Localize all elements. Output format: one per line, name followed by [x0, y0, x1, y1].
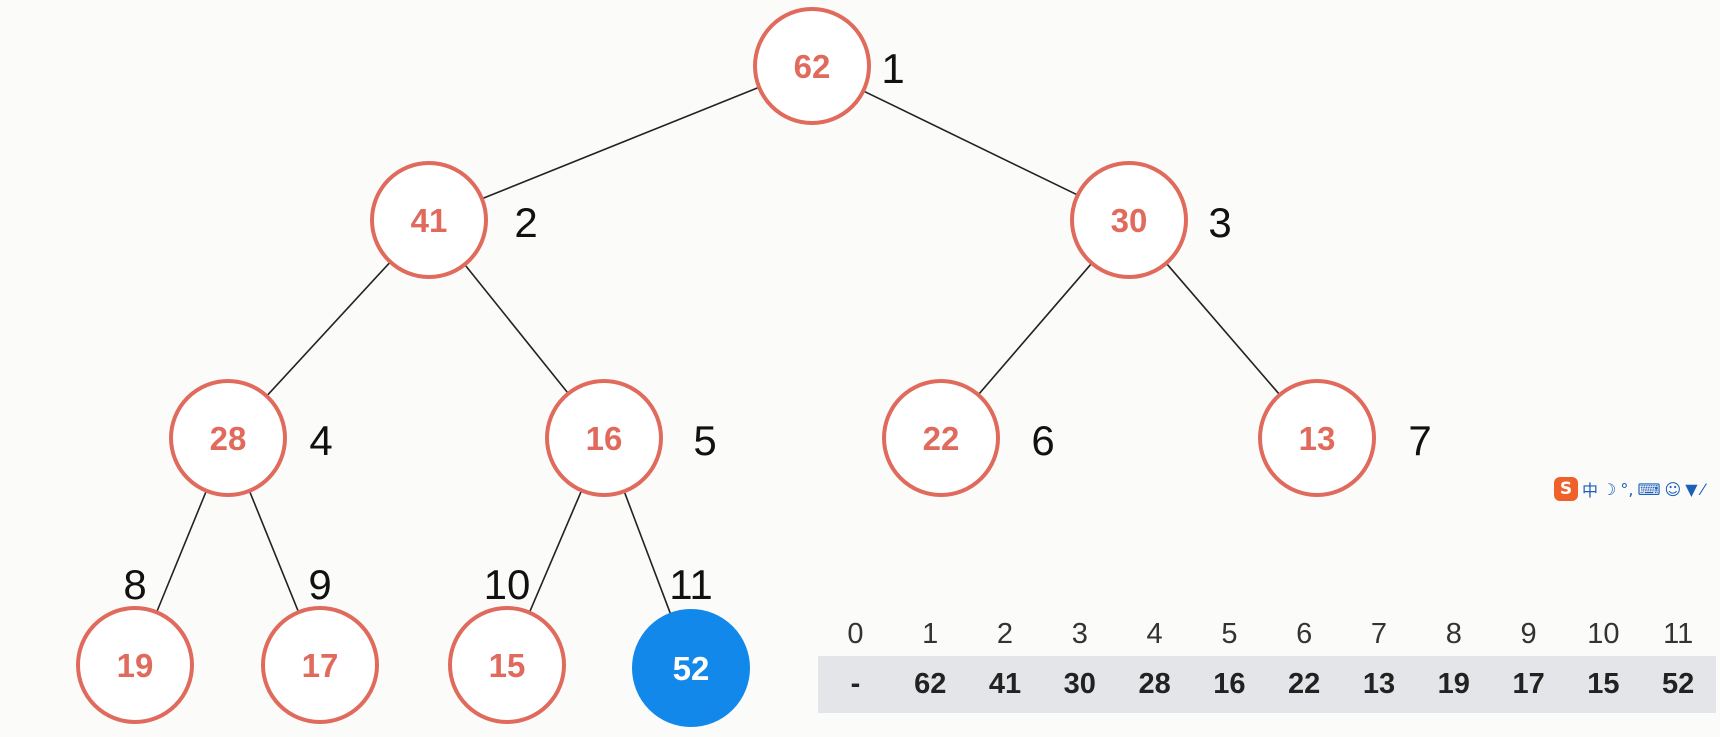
tree-edge-2-5: [464, 263, 569, 395]
heap-node-6: 22 6: [882, 379, 1055, 497]
node-value: 17: [302, 647, 339, 684]
array-index-cell: 5: [1221, 617, 1238, 650]
tool-icon[interactable]: ⁄: [1701, 479, 1705, 499]
node-circle: [882, 379, 1000, 497]
heap-node-8: 19 8: [76, 561, 194, 724]
tree-edge-2-4: [266, 261, 391, 397]
node-index-label: 11: [669, 561, 713, 608]
array-value-cell: 22: [1288, 668, 1321, 700]
tree-edges: [155, 86, 1281, 615]
node-index-label: 8: [123, 561, 146, 608]
node-value: 19: [117, 647, 154, 684]
array-index-cell: 9: [1520, 617, 1537, 650]
array-value-cell: 28: [1138, 668, 1171, 700]
array-index-cell: 8: [1445, 617, 1462, 650]
node-circle: [448, 606, 566, 724]
array-index-row: 0 1 2 3 4 5 6 7 8 9 10 11: [818, 612, 1716, 656]
shirt-icon[interactable]: ▼: [1685, 479, 1698, 499]
node-index-label: 3: [1208, 199, 1231, 246]
tree-edge-3-6: [977, 262, 1093, 396]
node-circle: [261, 606, 379, 724]
array-value-cell: 52: [1662, 668, 1695, 700]
heap-node-1: 62 1: [753, 7, 905, 125]
tree-edge-4-8: [155, 490, 208, 613]
array-index-cell: 3: [1071, 617, 1088, 650]
array-value-cell: 15: [1587, 668, 1620, 700]
array-value-cell: 19: [1437, 668, 1470, 700]
user-icon[interactable]: ☺: [1664, 479, 1682, 499]
array-index-cell: 10: [1587, 617, 1620, 650]
node-circle: [169, 379, 287, 497]
ime-toolbar[interactable]: S 中 ☽ °, ⌨ ☺ ▼ ⁄: [1554, 475, 1720, 503]
heap-node-4: 28 4: [169, 379, 333, 497]
node-circle: [545, 379, 663, 497]
array-value-cell: 41: [988, 668, 1022, 700]
node-value: 52: [673, 650, 710, 687]
tree-edge-5-10: [528, 490, 583, 613]
node-index-label: 5: [693, 417, 716, 464]
node-value: 62: [794, 48, 831, 85]
ime-chinese-mode[interactable]: 中: [1582, 481, 1599, 500]
punctuation-icon[interactable]: °,: [1620, 479, 1634, 499]
tree-edge-3-7: [1165, 262, 1281, 396]
keyboard-icon[interactable]: ⌨: [1637, 479, 1661, 499]
heap-node-5: 16 5: [545, 379, 717, 497]
node-index-label: 6: [1031, 417, 1054, 464]
array-value-cell: 30: [1063, 668, 1096, 700]
moon-icon[interactable]: ☽: [1602, 479, 1617, 499]
array-index-cell: 7: [1370, 617, 1388, 650]
array-value-cell: 16: [1213, 668, 1246, 700]
heap-node-2: 41 2: [370, 161, 538, 279]
node-index-label: 4: [309, 417, 332, 464]
node-value: 16: [586, 420, 623, 457]
node-value: 22: [923, 420, 960, 457]
node-circle: [753, 7, 871, 125]
node-circle: [1258, 379, 1376, 497]
tree-edge-1-2: [481, 86, 760, 200]
node-index-label: 2: [514, 199, 537, 246]
node-value: 13: [1299, 420, 1336, 457]
node-value: 15: [489, 647, 526, 684]
node-circle: [370, 161, 488, 279]
tree-edge-5-11: [623, 491, 672, 615]
node-index-label: 10: [484, 561, 531, 608]
heap-node-3: 30 3: [1070, 161, 1232, 279]
array-index-cell: 6: [1296, 617, 1313, 650]
node-value: 28: [210, 420, 247, 457]
tree-edge-4-9: [248, 490, 300, 613]
tree-edge-1-3: [862, 90, 1079, 196]
array-value-cell: -: [850, 668, 861, 700]
array-index-cell: 2: [996, 617, 1014, 650]
heap-node-9: 17 9: [261, 561, 379, 724]
heap-node-11: 52 11: [632, 561, 750, 727]
array-index-cell: 11: [1663, 617, 1694, 650]
array-index-cell: 0: [847, 617, 864, 650]
heap-array-table: 0 1 2 3 4 5 6 7 8 9 10 11 - 62 41 30 28 16 22 13 19 17 15 52: [818, 612, 1716, 713]
array-index-cell: 1: [922, 617, 939, 650]
node-index-label: 1: [881, 45, 904, 92]
node-circle: [632, 609, 750, 727]
node-circle: [76, 606, 194, 724]
heap-node-7: 13 7: [1258, 379, 1432, 497]
ime-logo-icon[interactable]: S: [1554, 477, 1578, 501]
array-value-row: - 62 41 30 28 16 22 13 19 17 15 52: [818, 656, 1716, 713]
array-value-cell: 17: [1512, 668, 1545, 700]
array-value-cell: 62: [914, 668, 947, 700]
array-value-cell: 13: [1362, 668, 1396, 700]
node-value: 41: [411, 202, 448, 239]
node-index-label: 7: [1408, 417, 1431, 464]
node-circle: [1070, 161, 1188, 279]
node-index-label: 9: [308, 561, 331, 608]
node-value: 30: [1111, 202, 1148, 239]
array-index-cell: 4: [1146, 617, 1163, 650]
